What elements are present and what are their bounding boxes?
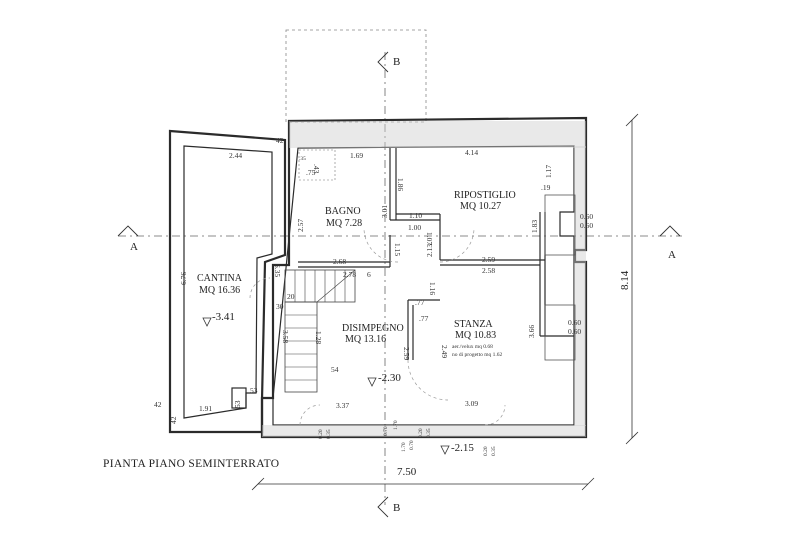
dim-rip-low2: 1.83	[530, 220, 539, 233]
dim-bagno-left: 2.57	[296, 219, 305, 232]
bagno-name: BAGNO	[325, 206, 361, 217]
stanza-note-2: no di progetto mq 1.62	[452, 352, 503, 358]
dim-rip-low: 1.10	[409, 211, 422, 220]
dim-cantina-bottom: 1.91	[199, 404, 212, 413]
dim-bottom-035b: 0.35	[426, 428, 432, 438]
dim-stair-30: 30	[276, 302, 284, 311]
stanza-name: STANZA	[454, 319, 493, 330]
dim-bagno-right: 3.01	[380, 205, 389, 218]
exterior-level: -2.15	[440, 442, 474, 455]
dim-cantina-wall: 42	[276, 136, 284, 145]
dim-mid-213: 2.13	[425, 244, 434, 257]
main-house-walls	[260, 116, 588, 439]
dim-stanza-77a: .77	[415, 298, 425, 307]
dim-mid-115: 1.15	[393, 243, 402, 256]
dim-stair-128: 1.28	[314, 331, 323, 344]
exterior-light-well	[285, 29, 427, 123]
ripostiglio-name: RIPOSTIGLIO	[454, 190, 516, 201]
dim-cantina-top: 2.44	[229, 151, 242, 160]
dim-bottom-337: 3.37	[336, 401, 349, 410]
section-marker-b-bottom: B	[377, 496, 400, 518]
overall-dim-horizontal: 7.50	[251, 466, 595, 491]
dim-rip-right: 1.17	[544, 165, 553, 178]
dim-bottom-035c: 0.35	[491, 446, 497, 456]
dim-mid-107: 1.07	[425, 232, 434, 245]
dim-bagno-small: .43	[312, 164, 321, 174]
svg-text:B: B	[393, 502, 400, 514]
cantina-room	[168, 129, 287, 434]
dim-cantina-step2: 53	[233, 400, 242, 408]
dim-bottom-035a: 0.35	[326, 429, 332, 439]
overall-depth-label: 8.14	[619, 270, 631, 290]
dim-cantina-left-wall: 42	[154, 400, 162, 409]
dim-stair-635: 6.35	[273, 264, 282, 277]
dim-cantina-left: 6.76	[179, 272, 188, 285]
dim-bottom-170a: 1.70	[393, 420, 399, 430]
dim-right-w3: 0.60	[568, 318, 581, 327]
dimension-labels: 2.44 42 6.76 1.91 42 42 53 53 1.69 2.57 …	[154, 136, 593, 456]
ripostiglio-area: MQ 10.27	[460, 201, 501, 212]
dim-rip-top: 4.14	[465, 148, 478, 157]
section-marker-a-right: A	[659, 225, 681, 261]
dim-stanza-116: 1.16	[428, 282, 437, 295]
door-swings	[249, 227, 506, 426]
stanza-note-1: aer./velux mq 0.68	[452, 344, 493, 350]
dim-rip-left: 1.86	[396, 178, 405, 191]
bagno-area: MQ 7.28	[326, 218, 362, 229]
disimpegno-area: MQ 13.16	[345, 334, 386, 345]
svg-text:-2.15: -2.15	[451, 442, 474, 454]
dim-bagno-small3: .35	[299, 156, 306, 162]
section-marker-a-left: A	[117, 225, 139, 253]
dim-rip-door: 1.00	[408, 223, 421, 232]
dim-stanza-77b: .77	[419, 314, 429, 323]
dim-bottom-309: 3.09	[465, 399, 478, 408]
dim-bottom-170b: 1.70	[401, 442, 407, 452]
staircase	[284, 149, 356, 393]
dim-bottom-020a: 0.20	[318, 429, 324, 439]
stanza-area: MQ 10.83	[455, 330, 496, 341]
dim-right-w1: 0.60	[580, 212, 593, 221]
dim-dis-259: 2.59	[402, 347, 411, 360]
svg-text:-2.30: -2.30	[378, 372, 401, 384]
dim-bottom-020b: 0.20	[418, 428, 424, 438]
dim-right-w4: 0.60	[568, 327, 581, 336]
disimpegno-level: -2.30	[367, 372, 401, 387]
dim-stair-358: 3.58	[281, 330, 290, 343]
dim-stanza-366: 3.66	[527, 325, 536, 338]
dim-bagno-top: 1.69	[350, 151, 363, 160]
section-marker-b-top: B	[377, 51, 400, 73]
dim-mid-278: 2.78	[343, 270, 356, 279]
dim-dis-249: 2.49	[440, 345, 449, 358]
svg-text:A: A	[668, 249, 676, 261]
right-windows	[544, 194, 576, 361]
dim-right-w2: 0.60	[580, 221, 593, 230]
disimpegno-name: DISIMPEGNO	[342, 323, 404, 334]
svg-text:A: A	[130, 241, 138, 253]
dim-bottom-020c: 0.20	[483, 446, 489, 456]
cantina-level: -3.41	[202, 311, 235, 327]
dim-bottom-070a: 0.70	[383, 426, 389, 436]
dim-stanza-258: 2.58	[482, 266, 495, 275]
dim-bagno-small2: .75	[306, 168, 316, 177]
cantina-name: CANTINA	[197, 273, 243, 284]
dim-rip-right2: .19	[541, 183, 551, 192]
overall-dim-vertical: 8.14	[619, 113, 639, 445]
dim-stanza-259: 2.59	[482, 255, 495, 264]
svg-text:B: B	[393, 56, 400, 68]
dim-cantina-bottom-wall: 42	[169, 416, 178, 424]
dim-stair-54: 54	[331, 365, 339, 374]
dim-bottom-070b: 0.70	[409, 440, 415, 450]
svg-text:-3.41: -3.41	[212, 311, 235, 323]
dim-mid-268: 2.68	[333, 257, 346, 266]
drawing-title: PIANTA PIANO SEMINTERRATO	[103, 458, 279, 470]
dim-cantina-step1: 53	[250, 386, 258, 395]
dim-stair-20: 20	[287, 292, 295, 301]
dim-mid-6: 6	[367, 270, 371, 279]
cantina-area: MQ 16.36	[199, 285, 240, 296]
overall-width-label: 7.50	[397, 466, 417, 478]
